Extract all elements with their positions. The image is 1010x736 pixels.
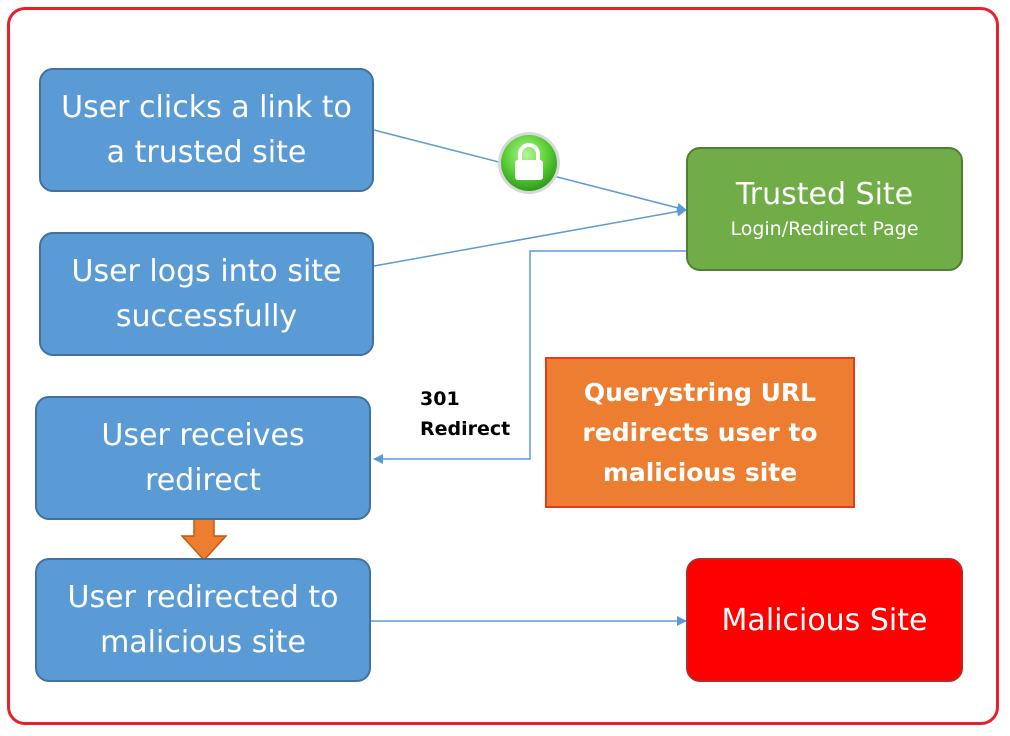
user-clicks-node: User clicks a link to a trusted site (39, 68, 374, 192)
querystring-note: Querystring URL redirects user to malici… (545, 357, 855, 508)
user-logs-text: User logs into site successfully (71, 254, 342, 334)
malicious-site-node: Malicious Site (686, 558, 963, 682)
down-arrow-icon (180, 517, 228, 562)
user-logs-node: User logs into site successfully (39, 232, 374, 356)
user-receives-node: User receives redirect (35, 396, 371, 520)
trusted-site-title: Trusted Site (735, 177, 914, 212)
user-clicks-text: User clicks a link to a trusted site (61, 90, 352, 170)
malicious-site-text: Malicious Site (721, 602, 928, 638)
querystring-note-text: Querystring URL redirects user to malici… (582, 377, 818, 487)
user-redirected-node: User redirected to malicious site (35, 558, 371, 682)
user-receives-text: User receives redirect (101, 418, 305, 498)
trusted-site-node: Trusted Site Login/Redirect Page (686, 147, 963, 271)
connector-trusted-to-receives (373, 250, 686, 464)
redirect-code: 301 (420, 388, 460, 410)
user-redirected-text: User redirected to malicious site (67, 580, 339, 660)
lock-icon (498, 132, 560, 194)
redirect-word: Redirect (420, 418, 511, 440)
trusted-site-subtitle: Login/Redirect Page (730, 218, 919, 240)
diagram-frame (7, 7, 999, 725)
redirect-301-label: 301 Redirect (420, 384, 510, 444)
connector-logs-to-trusted (373, 206, 687, 267)
